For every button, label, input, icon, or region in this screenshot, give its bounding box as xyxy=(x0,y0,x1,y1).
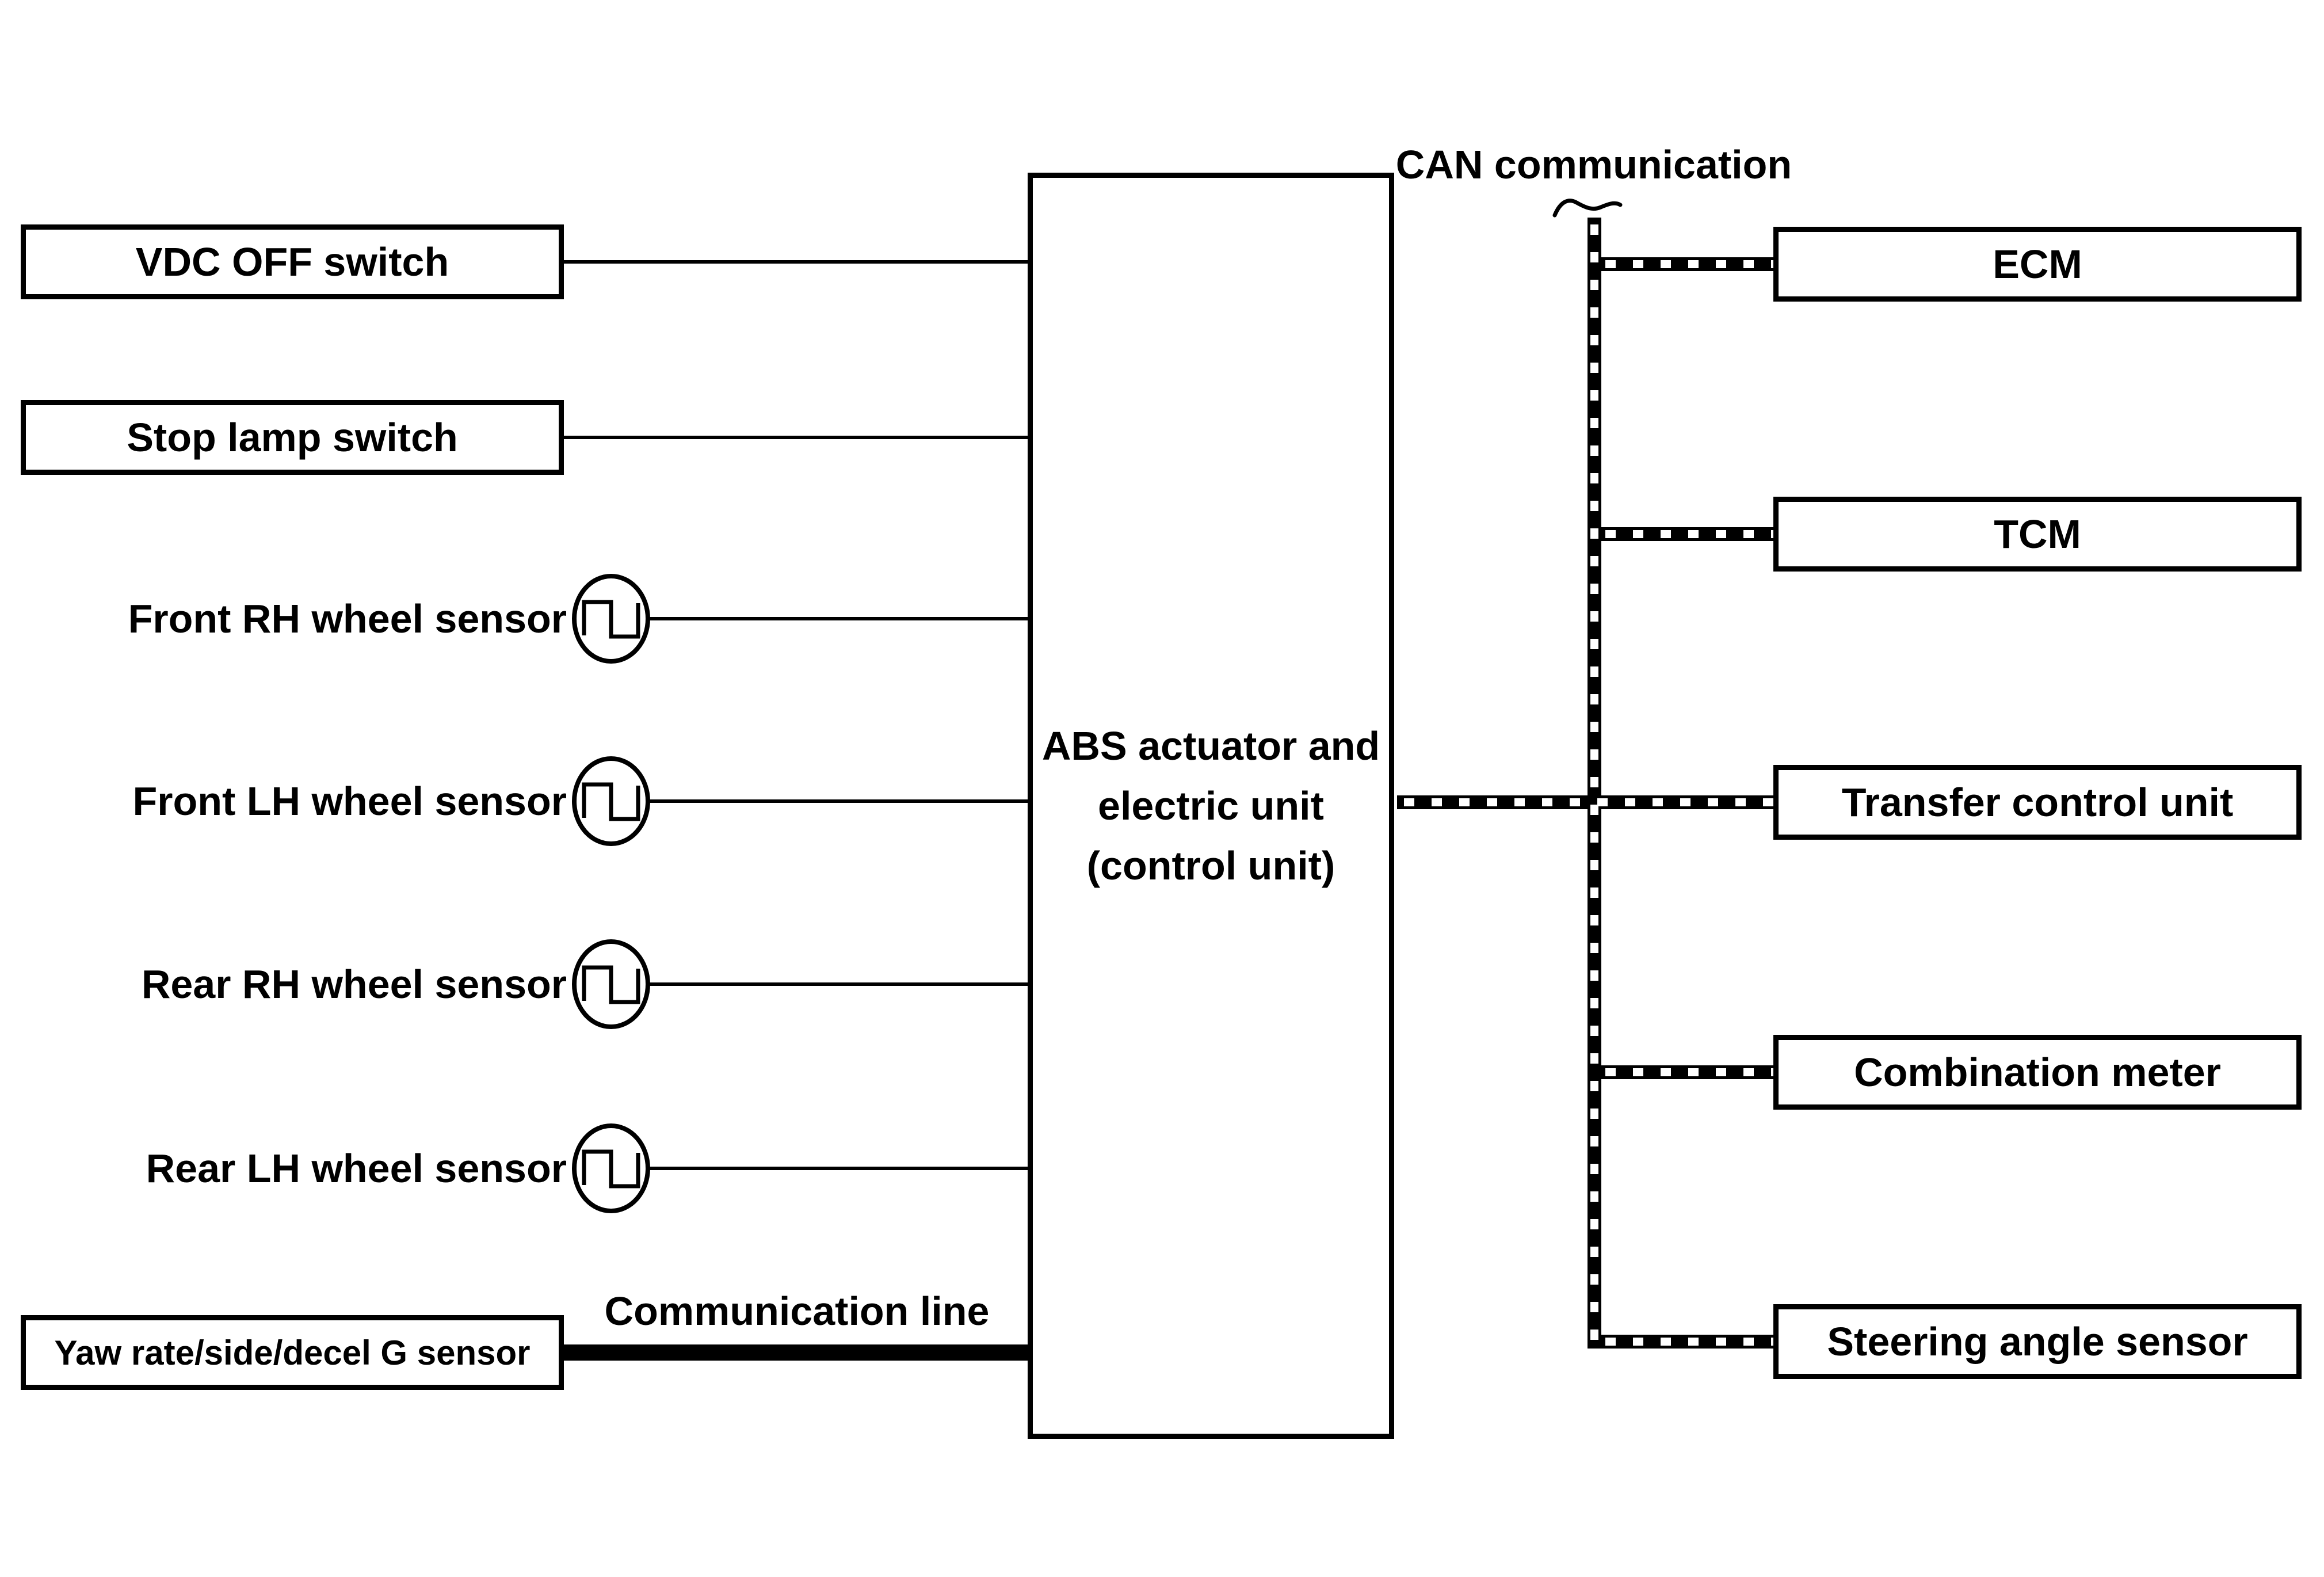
node-ecm: ECM xyxy=(1773,227,2302,302)
node-abs-actuator-unit: ABS actuator and electric unit (control … xyxy=(1028,173,1394,1439)
sensor-icons xyxy=(572,574,650,1213)
abs-unit-label-line3: (control unit) xyxy=(1086,843,1335,888)
node-stop-lamp-switch: Stop lamp switch xyxy=(21,400,564,475)
abs-unit-label-line2: electric unit xyxy=(1098,783,1324,828)
can-communication-label: CAN communication xyxy=(1395,142,1792,187)
pulse-wave-icon xyxy=(582,965,640,1004)
can-bus xyxy=(1397,218,1777,1349)
node-yaw-rate-sensor: Yaw rate/side/decel G sensor xyxy=(21,1315,564,1390)
node-combination-meter: Combination meter xyxy=(1773,1035,2302,1110)
label-rear-lh-wheel-sensor: Rear LH wheel sensor xyxy=(146,1146,567,1191)
label-front-lh-wheel-sensor: Front LH wheel sensor xyxy=(132,779,567,824)
label-rear-rh-wheel-sensor: Rear RH wheel sensor xyxy=(141,962,567,1007)
abs-unit-label-line1: ABS actuator and xyxy=(1041,723,1380,768)
squiggle-pointer-icon xyxy=(1552,199,1623,218)
pulse-wave-icon xyxy=(582,1149,640,1189)
communication-line-label: Communication line xyxy=(604,1289,990,1334)
abs-unit-label: ABS actuator and electric unit (control … xyxy=(1033,716,1389,896)
node-tcm: TCM xyxy=(1773,497,2302,572)
pulse-wave-icon xyxy=(582,782,640,821)
node-vdc-off-switch: VDC OFF switch xyxy=(21,224,564,299)
label-front-rh-wheel-sensor: Front RH wheel sensor xyxy=(128,596,567,641)
node-steering-angle-sensor: Steering angle sensor xyxy=(1773,1304,2302,1379)
node-transfer-control-unit: Transfer control unit xyxy=(1773,765,2302,840)
pulse-wave-icon xyxy=(582,600,640,639)
